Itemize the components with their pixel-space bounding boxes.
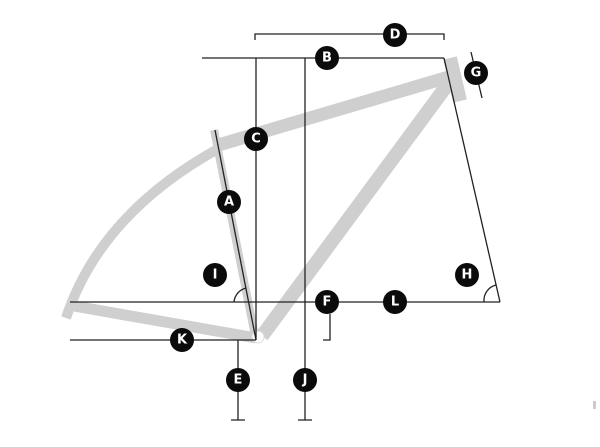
label-l: L — [383, 290, 407, 314]
svg-text:D: D — [390, 28, 401, 43]
label-a: A — [217, 190, 241, 214]
svg-text:H: H — [462, 268, 473, 283]
vertical-line-j — [298, 58, 312, 421]
svg-text:L: L — [391, 295, 399, 310]
svg-text:J: J — [302, 373, 308, 388]
svg-text:B: B — [322, 51, 332, 66]
corner-artifact — [593, 401, 596, 409]
svg-text:E: E — [234, 373, 243, 388]
svg-text:F: F — [323, 295, 332, 310]
svg-text:G: G — [471, 66, 482, 81]
label-e: E — [226, 368, 250, 392]
label-d: D — [383, 23, 407, 47]
head-tube — [443, 56, 467, 103]
bb-drop-bracket-f — [323, 314, 331, 341]
down-tube — [256, 79, 454, 341]
seat-stay — [61, 145, 219, 320]
fork-line — [443, 57, 501, 303]
label-h: H — [455, 263, 479, 287]
svg-text:I: I — [213, 268, 218, 283]
seat-tube-line-a — [214, 129, 257, 341]
label-k: K — [170, 328, 194, 352]
label-i: I — [203, 263, 227, 287]
svg-text:K: K — [177, 333, 188, 348]
svg-text:A: A — [224, 195, 234, 210]
angle-arc-i — [233, 287, 247, 303]
measurement-lines — [70, 33, 501, 421]
label-j: J — [293, 368, 317, 392]
bottom-bracket — [251, 330, 265, 344]
label-g: G — [464, 61, 488, 85]
label-c: C — [244, 127, 268, 151]
svg-text:C: C — [251, 132, 261, 147]
label-f: F — [315, 290, 339, 314]
chain-stay — [73, 300, 257, 344]
label-b: B — [315, 46, 339, 70]
reach-line-d — [254, 33, 445, 40]
angle-arc-h — [483, 284, 497, 303]
